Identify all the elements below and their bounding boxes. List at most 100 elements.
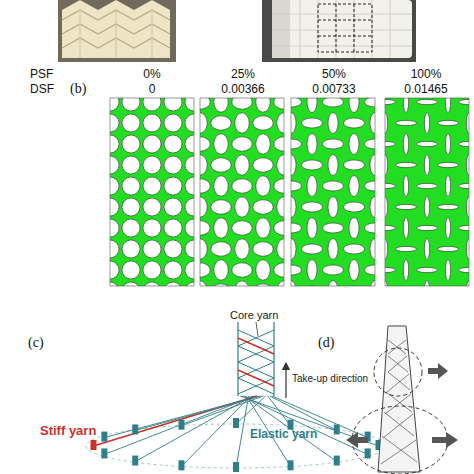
label-text: 0.01465 [404,83,447,95]
pore-hole [185,156,194,174]
pore-hole [232,179,252,193]
porous-panels [101,92,474,302]
label-text: (b) [70,82,86,96]
pore-hole [403,134,408,155]
pore-hole [445,260,450,281]
elastic-yarn [236,396,266,424]
pore-hole [256,260,270,280]
pore-hole [417,141,438,146]
pore-hole [349,260,359,281]
pore-hole [277,281,284,286]
pore-hole [232,221,252,235]
pore-hole [328,239,338,260]
pore-hole [214,218,228,238]
pore-hole [164,219,182,237]
pore-hole [164,198,182,216]
pore-hole [385,225,396,230]
pore-hole [200,281,207,286]
panel [200,98,284,286]
pore-hole [403,98,408,113]
pore-hole [110,156,119,174]
pore-hole [164,114,182,132]
pore-hole [185,219,194,237]
pore-hole [235,197,249,217]
pore-hole [185,114,194,132]
bobbin [132,424,138,434]
pore-hole [253,116,273,130]
pore-hole [122,240,140,258]
pore-hole [143,282,161,286]
pore-hole [323,223,344,233]
pore-hole [143,177,161,195]
bobbin [334,424,340,434]
pore-hole [365,265,376,275]
dashed-circle [374,348,422,396]
pore-hole [277,113,284,133]
bobbin [101,448,107,458]
panel-fill [200,98,284,286]
fold-surface [62,0,170,58]
label-text: Core yarn [230,310,278,321]
pore-hole [164,156,182,174]
pore-hole [185,135,194,153]
bobbin [288,460,294,470]
pore-hole [274,137,284,151]
pore-hole [274,221,284,235]
pore-hole [122,261,140,279]
expand-arrow-right [432,432,458,448]
pore-hole [143,240,161,258]
panel-fill [291,98,375,286]
pore-hole [424,155,429,176]
label-text: Elastic yarn [250,428,317,440]
pore-hole [396,246,417,251]
pore-hole [164,261,182,279]
stiff-yarn-helix [238,338,274,386]
pore-hole [110,114,119,132]
pore-hole [211,200,231,214]
pore-hole [110,198,119,216]
label-text: (d) [318,336,334,350]
panel-border [110,98,194,286]
core-tube-edges [238,322,274,396]
pore-hole [253,158,273,172]
pore-hole [302,244,323,254]
pore-hole [466,197,469,218]
pore-hole [291,197,296,218]
panel-fill [385,98,469,286]
pore-hole [291,265,302,275]
pore-hole [385,141,396,146]
pore-hole [403,218,408,239]
pore-hole [277,155,284,175]
cylinder-shade [272,0,290,58]
pore-hole [211,284,231,286]
pore-hole [291,155,296,176]
pore-hole [417,99,438,104]
pore-hole [235,281,249,286]
pore-hole [274,263,284,277]
expand-arrow-right [428,363,448,379]
pore-hole [344,202,365,212]
pore-hole [438,204,459,209]
pore-hole [417,267,438,272]
pore-hole [235,113,249,133]
pore-hole [122,135,140,153]
elastic-yarn [104,396,259,438]
pore-hole [253,242,273,256]
cylinder-grid [272,0,412,58]
pore-hole [185,261,194,279]
label-text: (c) [28,336,44,350]
pore-hole [459,99,470,104]
unit-cell-outline [318,4,372,52]
elastic-yarn [244,396,336,462]
pore-hole [110,177,119,195]
panel-border [291,98,375,286]
panel-border [385,98,469,286]
label-text: Stiff yarn [40,424,96,437]
label-text: 0% [143,68,160,80]
pore-hole [274,98,284,109]
pore-hole [291,181,302,191]
pore-hole [323,139,344,149]
panel [385,98,469,286]
pore-hole [385,267,396,272]
bobbin [91,440,97,450]
